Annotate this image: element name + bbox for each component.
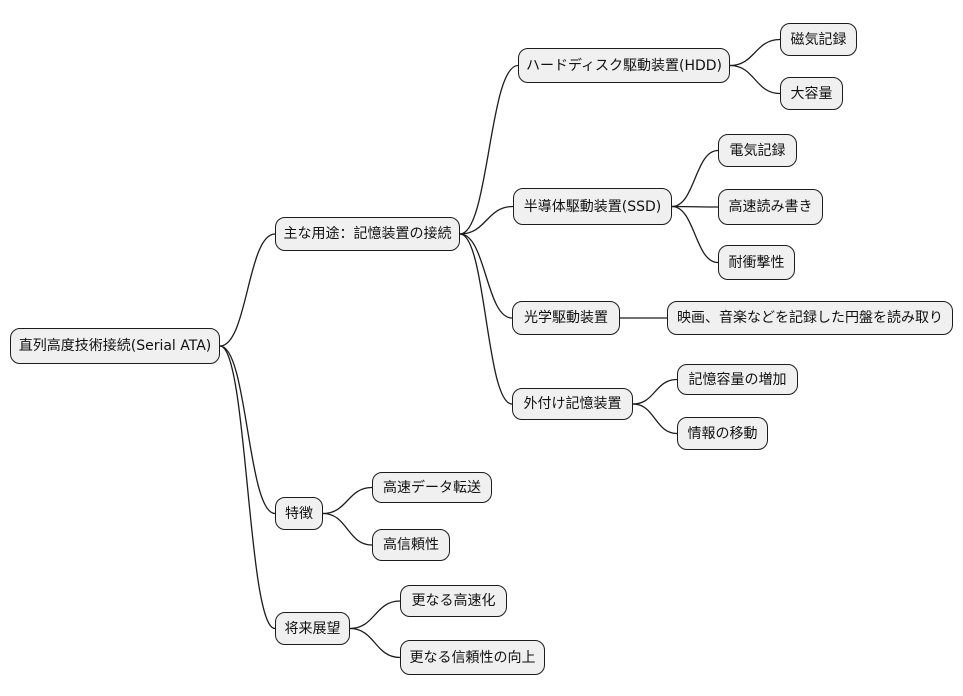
edge-features-to-high-reliability	[322, 512, 373, 546]
node-large-capacity: 大容量	[780, 77, 843, 110]
edge-main-use-to-ssd	[459, 205, 514, 235]
node-further-reliability: 更なる信頼性の向上	[400, 640, 545, 675]
edge-future-outlook-to-further-speedup	[349, 600, 401, 630]
node-fast-read-write: 高速読み書き	[718, 189, 823, 225]
node-further-speedup: 更なる高速化	[400, 585, 507, 617]
node-shock-resistance: 耐衝撃性	[718, 245, 795, 280]
edge-ssd-to-electric-recording	[671, 149, 719, 208]
edge-hdd-to-large-capacity	[729, 64, 781, 95]
edge-hdd-to-magnetic-recording	[729, 38, 781, 67]
node-external-storage: 外付け記憶装置	[512, 388, 633, 420]
node-optical-drive: 光学駆動装置	[512, 301, 620, 335]
node-main-use: 主な用途：記憶装置の接続	[275, 217, 460, 251]
edge-root-to-future-outlook	[219, 345, 276, 630]
node-electric-recording: 電気記録	[718, 134, 797, 167]
node-optical-drive-desc: 映画、音楽などを記録した円盤を読み取り	[667, 301, 953, 335]
node-high-reliability: 高信頼性	[372, 529, 450, 561]
edge-root-to-main-use	[219, 233, 276, 347]
edge-ssd-to-shock-resistance	[671, 205, 719, 264]
edge-main-use-to-external-storage	[459, 233, 513, 405]
node-future-outlook: 将来展望	[275, 612, 350, 645]
node-capacity-increase: 記憶容量の増加	[677, 364, 798, 395]
edge-root-to-features	[219, 345, 276, 515]
node-info-transfer: 情報の移動	[677, 417, 768, 450]
node-root: 直列高度技術接続(Serial ATA)	[10, 328, 220, 364]
edge-features-to-fast-data-transfer	[322, 486, 373, 515]
edge-main-use-to-optical-drive	[459, 233, 513, 319]
node-fast-data-transfer: 高速データ転送	[372, 472, 492, 503]
node-magnetic-recording: 磁気記録	[780, 23, 857, 56]
node-hdd: ハードディスク駆動装置(HDD)	[518, 48, 730, 83]
node-ssd: 半導体駆動装置(SSD)	[513, 188, 672, 225]
edge-ssd-to-fast-read-write	[671, 205, 719, 208]
edge-external-storage-to-info-transfer	[632, 403, 678, 435]
edge-external-storage-to-capacity-increase	[632, 378, 678, 405]
edge-main-use-to-hdd	[459, 64, 519, 235]
edge-future-outlook-to-further-reliability	[349, 627, 401, 659]
node-features: 特徴	[275, 497, 323, 530]
